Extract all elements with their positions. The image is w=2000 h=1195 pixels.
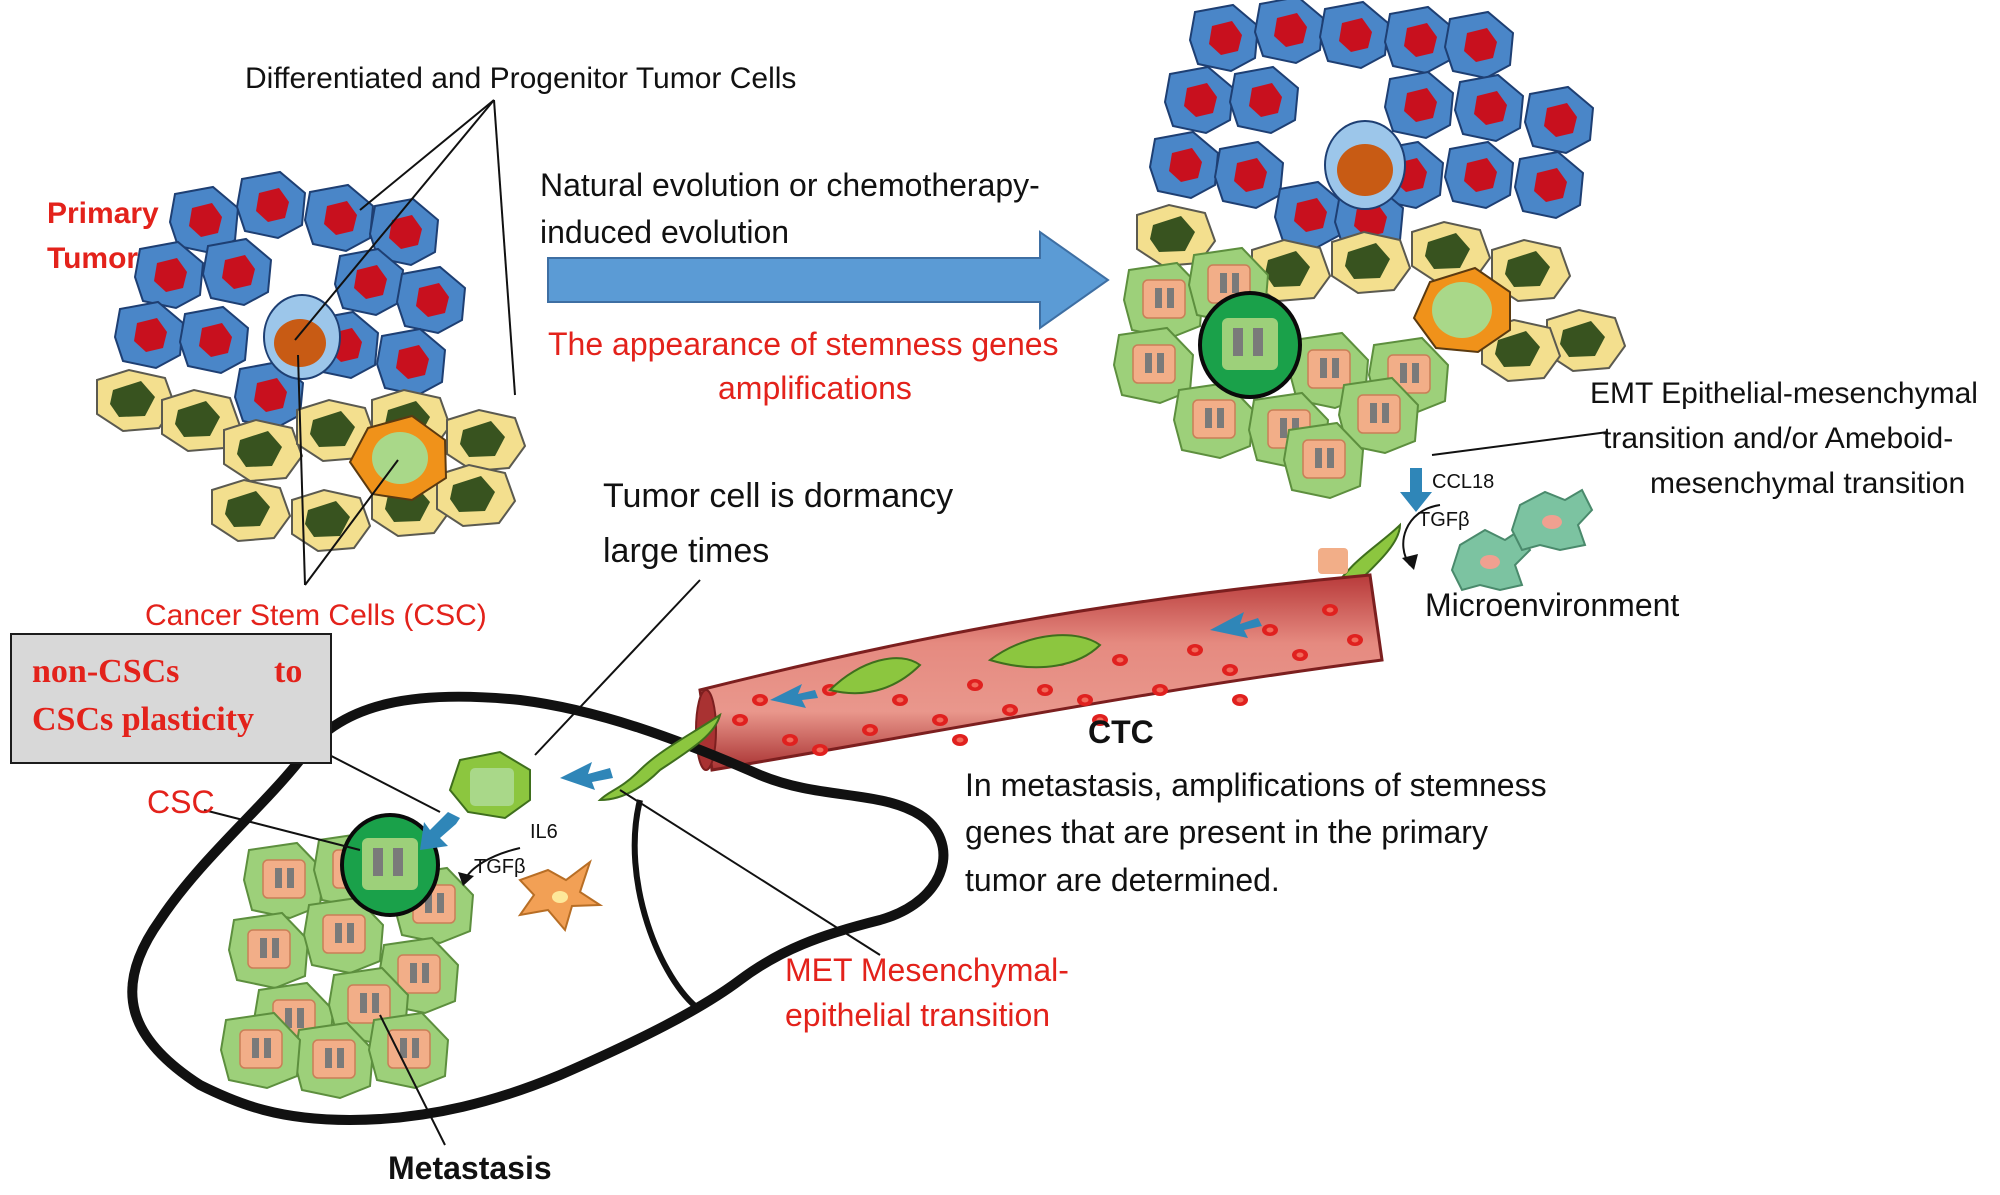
vessel-arrow — [770, 684, 818, 708]
microenvironment-star-cell — [517, 859, 604, 933]
label-microenvironment: Microenvironment — [1425, 587, 1680, 623]
evolved-tumor-cluster — [1113, 0, 1626, 499]
cancer-stem-cell-blue — [263, 294, 341, 380]
dormant-cell — [448, 750, 531, 820]
label-emt-2: transition and/or Ameboid- — [1603, 422, 1954, 455]
label-met-2: epithelial transition — [785, 997, 1051, 1033]
differentiated-cell — [114, 301, 184, 369]
differentiated-cell — [396, 266, 466, 334]
label-cancer-stem-cells: Cancer Stem Cells (CSC) — [145, 599, 487, 632]
differentiated-cell — [304, 184, 374, 252]
tgfb-arrowhead-bottom — [458, 872, 474, 886]
evolution-arrow — [547, 230, 1110, 330]
label-metastasis-note-2: genes that are present in the primary — [965, 814, 1488, 850]
label-stemness-appearance-1: The appearance of stemness genes — [548, 326, 1059, 362]
differentiated-cell — [1319, 1, 1389, 69]
differentiated-cell — [1524, 86, 1594, 154]
differentiated-cell — [1384, 71, 1454, 139]
label-metastasis-note-1: In metastasis, amplifications of stemnes… — [965, 767, 1547, 803]
label-differentiated-progenitor: Differentiated and Progenitor Tumor Cell… — [245, 62, 797, 95]
leader-lines-csc — [297, 354, 399, 586]
progenitor-cell — [1546, 309, 1626, 372]
differentiated-cell — [1214, 141, 1284, 209]
vessel-arrow — [1210, 612, 1262, 638]
blood-vessel — [695, 573, 1384, 772]
differentiated-cell — [1229, 66, 1299, 134]
label-emt-1: EMT Epithelial-mesenchymal — [1590, 377, 1978, 410]
progenitor-cell — [211, 479, 291, 542]
label-metastasis-note-3: tumor are determined. — [965, 862, 1280, 898]
differentiated-cell — [1149, 131, 1219, 199]
microenvironment-cells — [1450, 488, 1594, 592]
label-il6: IL6 — [530, 821, 558, 843]
differentiated-cell — [134, 241, 204, 309]
differentiated-cell — [1454, 74, 1524, 142]
differentiated-cell — [1164, 66, 1234, 134]
differentiated-cell — [1254, 0, 1324, 64]
organ-outline — [127, 691, 949, 1126]
label-csc: CSC — [147, 784, 215, 820]
plasticity-box: non-CSCs to CSCs plasticity — [10, 633, 332, 764]
progenitor-cell — [446, 409, 526, 472]
differentiated-cell — [1189, 4, 1259, 72]
plasticity-line-1a: non-CSCs — [32, 653, 180, 690]
metastasis-csc — [340, 813, 440, 917]
label-ccl18: CCL18 — [1432, 471, 1495, 493]
leader-lines-lower — [203, 579, 881, 1146]
differentiated-cell — [1384, 6, 1454, 74]
label-ctc: CTC — [1088, 714, 1154, 750]
label-dormancy-1: Tumor cell is dormancy — [603, 477, 954, 515]
tgfb-arrowhead-top — [1402, 554, 1418, 570]
label-dormancy-2: large times — [603, 532, 770, 570]
progenitor-cell — [436, 464, 516, 527]
leader-lines-differentiated — [294, 99, 516, 396]
cancer-stem-cell-blue — [1324, 120, 1406, 210]
label-metastasis: Metastasis — [388, 1150, 552, 1186]
differentiated-cell — [236, 171, 306, 239]
plasticity-arrow — [420, 812, 460, 850]
cancer-stem-cell-orange — [348, 414, 448, 502]
primary-tumor-cluster — [96, 171, 526, 552]
plasticity-line-2: CSCs plasticity — [32, 701, 254, 738]
differentiated-cell — [202, 238, 272, 306]
label-primary-tumor-2: Tumor — [47, 242, 139, 275]
plasticity-line-1b: to — [274, 653, 303, 690]
emt-arrow-down — [1400, 468, 1432, 512]
progenitor-cell — [1331, 231, 1411, 294]
differentiated-cell — [179, 306, 249, 374]
cancer-stem-cell-green — [1198, 291, 1302, 399]
ctc-cell — [828, 657, 922, 695]
label-met-1: MET Mesenchymal- — [785, 952, 1069, 988]
differentiated-cell — [1444, 11, 1514, 79]
label-primary-tumor-1: Primary — [47, 197, 159, 230]
met-arrow — [560, 762, 613, 790]
label-evolution-1: Natural evolution or chemotherapy- — [540, 167, 1040, 203]
label-emt-3: mesenchymal transition — [1650, 467, 1966, 500]
extravasating-cell — [597, 712, 722, 802]
cancer-stem-cell-orange — [1412, 266, 1511, 354]
organ-inner-curve — [631, 799, 702, 1013]
differentiated-cell — [1444, 141, 1514, 209]
differentiated-cell — [1514, 151, 1584, 219]
progenitor-cell — [223, 419, 303, 482]
label-tgfb-top: TGFβ — [1418, 509, 1470, 531]
label-tgfb-bottom: TGFβ — [474, 856, 526, 878]
emt-leader-line — [1431, 431, 1609, 456]
ctc-cell — [987, 634, 1102, 669]
differentiated-cell — [376, 328, 446, 396]
label-evolution-2: induced evolution — [540, 214, 790, 250]
label-stemness-appearance-2: amplifications — [718, 370, 912, 406]
